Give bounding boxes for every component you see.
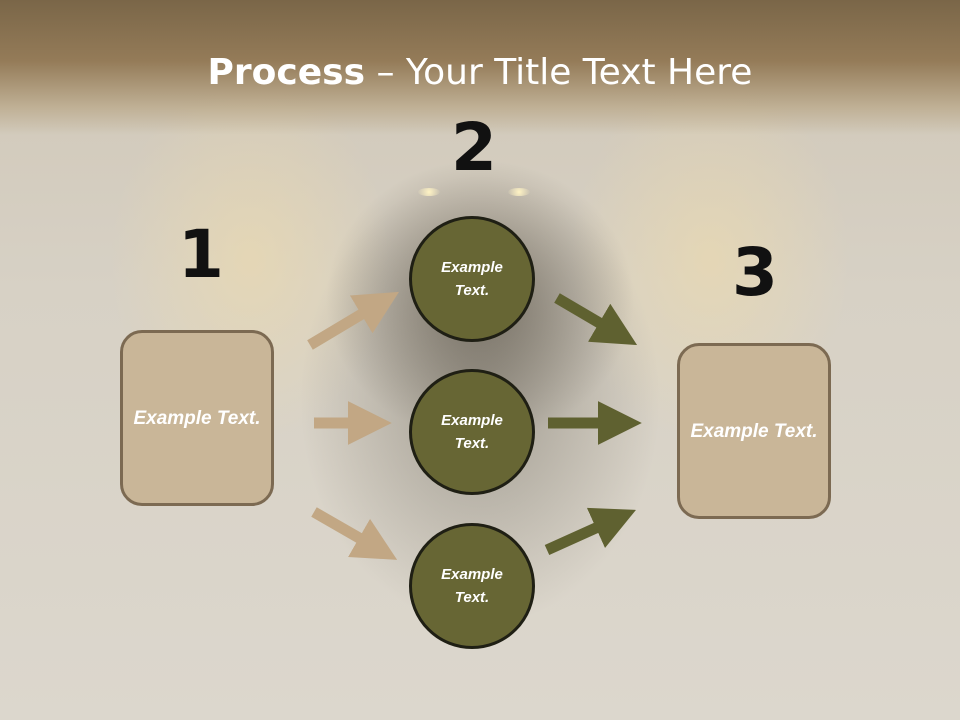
left-box[interactable]: Example Text.	[120, 330, 274, 506]
arrow-left-to-bottom	[311, 507, 398, 560]
circle-middle-text: Example Text.	[441, 412, 503, 452]
right-box-text: Example Text.	[690, 420, 818, 442]
circle-bottom[interactable]: Example Text.	[409, 523, 535, 649]
circle-top[interactable]: Example Text.	[409, 216, 535, 342]
arrow-bottom-to-right	[544, 507, 637, 556]
slide-title: Process – Your Title Text Here	[0, 52, 960, 93]
circle-middle[interactable]: Example Text.	[409, 369, 535, 495]
glowing-eye-right	[508, 188, 530, 196]
title-bar	[0, 0, 960, 135]
step-number-2: 2	[451, 109, 497, 186]
title-bold: Process	[207, 52, 366, 93]
circle-top-text: Example Text.	[441, 259, 503, 299]
arrow-top-to-right	[554, 293, 638, 346]
title-rest: – Your Title Text Here	[365, 52, 753, 93]
step-number-1: 1	[178, 216, 224, 293]
glowing-eye-left	[418, 188, 440, 196]
circle-bottom-text: Example Text.	[441, 566, 503, 606]
left-box-text: Example Text.	[133, 407, 261, 429]
right-box[interactable]: Example Text.	[677, 343, 831, 519]
step-number-3: 3	[732, 234, 778, 311]
arrow-left-to-top	[307, 291, 399, 350]
